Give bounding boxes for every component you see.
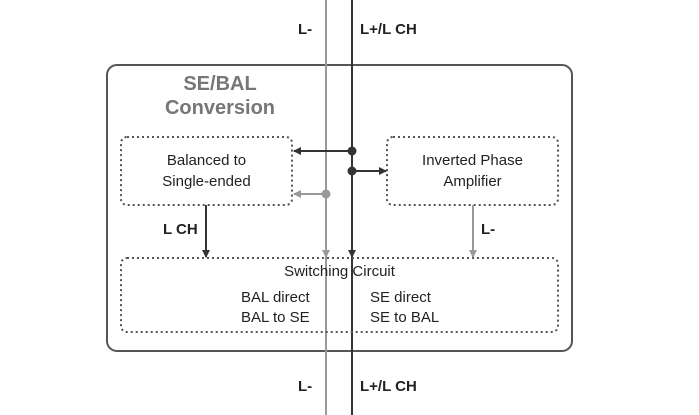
inverted-box [386,136,559,206]
inverted-box-label: Inverted Phase Amplifier [387,150,558,192]
inverted-box-line-2: Amplifier [443,173,502,190]
lminus-output-label: L- [481,221,496,238]
balanced-box-line-2: Single-ended [162,173,251,190]
top-left-signal-label: L- [298,21,313,38]
bottom-left-signal-label: L- [298,378,313,395]
switching-box [120,257,559,333]
title-line-2: Conversion [164,97,276,119]
balanced-box-label: Balanced to Single-ended [121,150,292,192]
lch-label: L CH [163,221,198,238]
bottom-right-signal-label: L+/L CH [360,378,417,395]
inverted-box-line-1: Inverted Phase [422,152,523,169]
top-right-signal-label: L+/L CH [360,21,417,38]
balanced-box [120,136,293,206]
option-bal-direct: BAL direct [241,289,310,306]
option-se-direct: SE direct [370,289,431,306]
option-se-to-bal: SE to BAL [370,309,440,326]
conversion-frame [106,64,573,352]
title-line-1: SE/BAL [183,73,257,95]
option-bal-to-se: BAL to SE [241,309,310,326]
switching-title: Switching Circuit [284,263,395,280]
balanced-box-line-1: Balanced to [166,152,247,169]
diagram-title: SE/BAL Conversion [130,72,310,120]
